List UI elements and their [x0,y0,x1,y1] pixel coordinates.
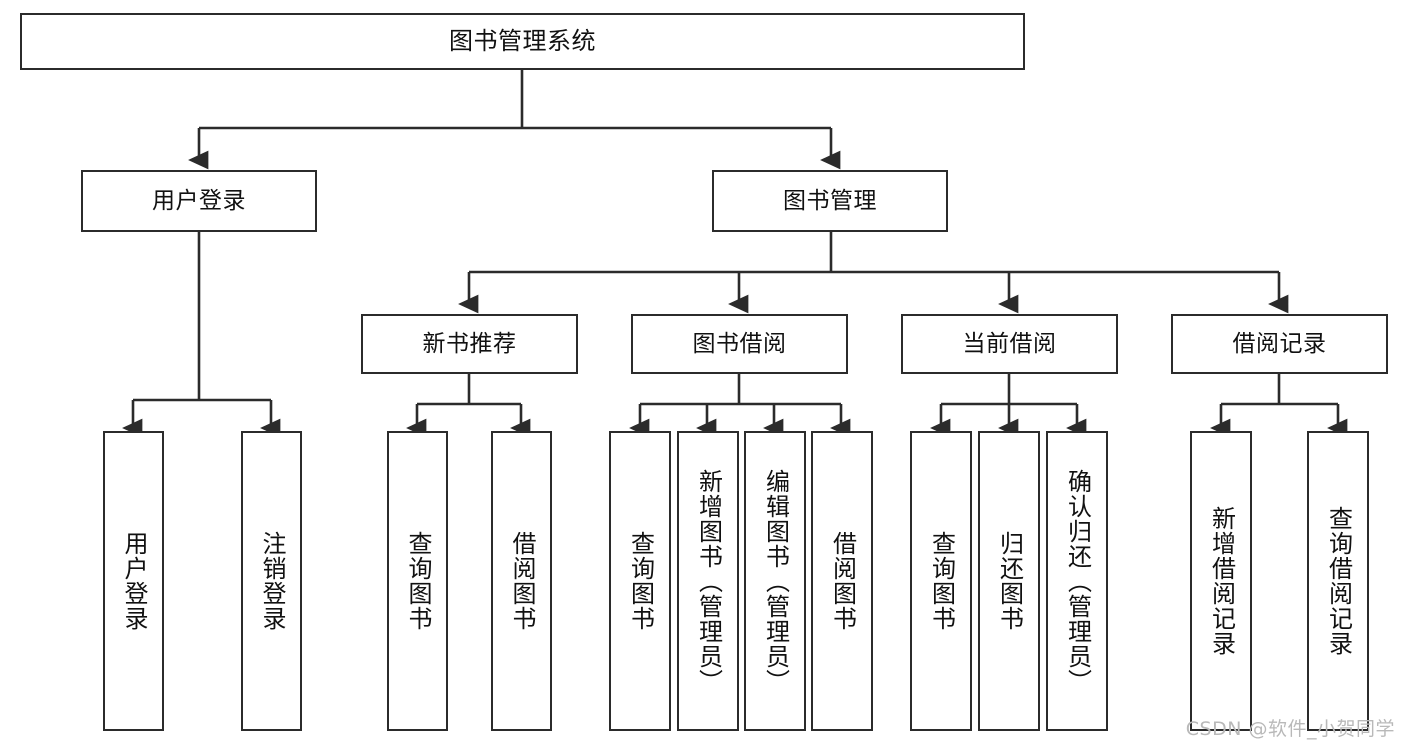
node-new-book-recommend-label: 新书推荐 [422,330,517,357]
node-leaf-add-borrow-record[interactable]: 新增借阅记录 [1190,431,1252,731]
node-root-system-label: 图书管理系统 [449,26,596,55]
node-book-management[interactable]: 图书管理 [712,170,948,232]
node-leaf-logout[interactable]: 注销登录 [241,431,302,731]
node-leaf-query-borrow-record-label: 查询借阅记录 [1324,506,1353,656]
node-leaf-confirm-return-admin[interactable]: 确认归还（管理员） [1046,431,1108,731]
node-leaf-logout-label: 注销登录 [257,531,286,631]
node-leaf-query-book-new[interactable]: 查询图书 [387,431,448,731]
node-leaf-return-book[interactable]: 归还图书 [978,431,1040,731]
node-borrow-record-label: 借阅记录 [1232,330,1327,357]
node-leaf-query-book-current[interactable]: 查询图书 [910,431,972,731]
node-leaf-edit-book-admin-label: 编辑图书（管理员） [761,468,790,694]
node-leaf-add-borrow-record-label: 新增借阅记录 [1207,506,1236,656]
node-current-borrow[interactable]: 当前借阅 [901,314,1118,374]
node-leaf-confirm-return-admin-label: 确认归还（管理员） [1063,468,1092,694]
node-leaf-borrow-book-label: 借阅图书 [828,531,857,631]
node-leaf-borrow-book-new[interactable]: 借阅图书 [491,431,552,731]
node-leaf-edit-book-admin[interactable]: 编辑图书（管理员） [744,431,806,731]
node-leaf-query-book-borrow[interactable]: 查询图书 [609,431,671,731]
node-leaf-user-login-label: 用户登录 [119,531,148,631]
node-leaf-borrow-book-new-label: 借阅图书 [507,531,536,631]
node-leaf-query-book-current-label: 查询图书 [927,531,956,631]
node-borrow-record[interactable]: 借阅记录 [1171,314,1388,374]
node-leaf-query-book-new-label: 查询图书 [403,531,432,631]
node-book-management-label: 图书管理 [783,187,877,214]
node-new-book-recommend[interactable]: 新书推荐 [361,314,578,374]
node-leaf-return-book-label: 归还图书 [995,531,1024,631]
csdn-watermark: CSDN @软件_小贺同学 [1185,718,1395,740]
node-leaf-borrow-book[interactable]: 借阅图书 [811,431,873,731]
node-root-system[interactable]: 图书管理系统 [20,13,1025,70]
node-leaf-add-book-admin[interactable]: 新增图书（管理员） [677,431,739,731]
node-book-borrow-label: 图书借阅 [692,330,787,357]
node-user-login[interactable]: 用户登录 [81,170,317,232]
node-user-login-label: 用户登录 [152,187,246,214]
node-leaf-add-book-admin-label: 新增图书（管理员） [694,468,723,694]
node-leaf-query-book-borrow-label: 查询图书 [626,531,655,631]
node-current-borrow-label: 当前借阅 [962,330,1057,357]
node-leaf-query-borrow-record[interactable]: 查询借阅记录 [1307,431,1369,731]
node-book-borrow[interactable]: 图书借阅 [631,314,848,374]
node-leaf-user-login[interactable]: 用户登录 [103,431,164,731]
